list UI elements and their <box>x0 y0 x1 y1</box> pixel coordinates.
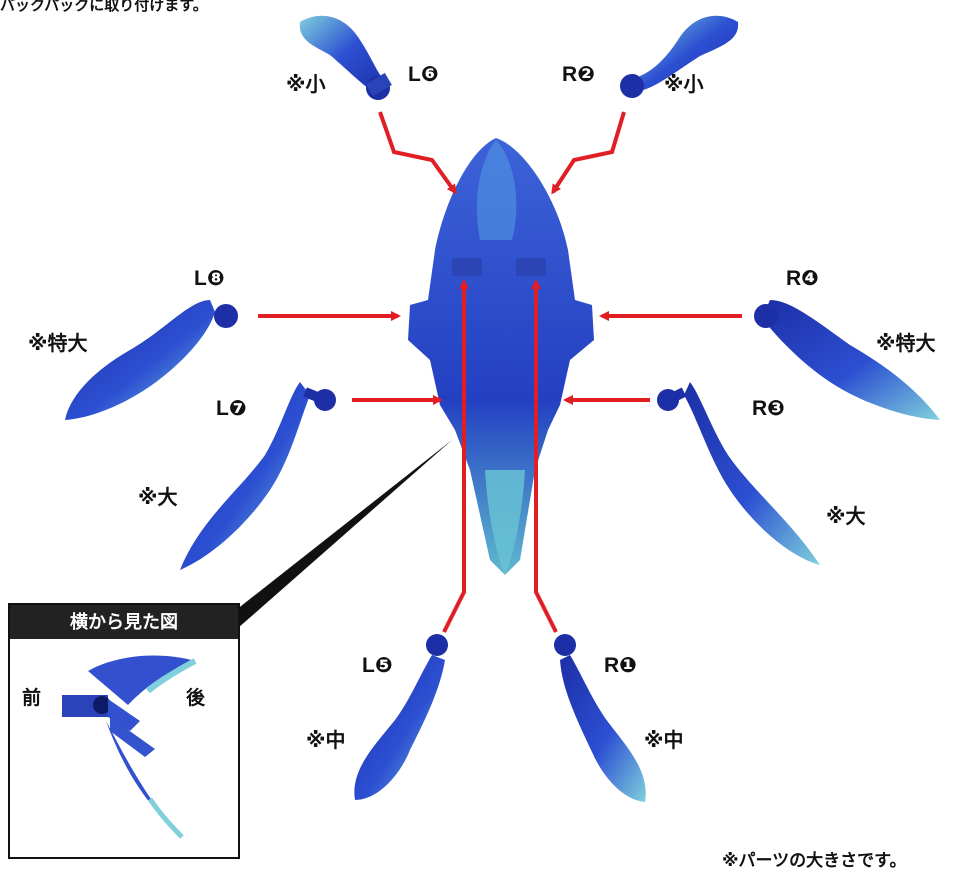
wing-l8 <box>65 300 238 420</box>
side-view-inset: 横から見た図 前 後 <box>8 603 240 859</box>
wing-r3 <box>657 382 820 565</box>
part-label-l5: L❺ <box>362 653 393 678</box>
size-label-l6: ※小 <box>286 68 325 97</box>
size-label-l8: ※特大 <box>28 327 87 356</box>
backpack-body <box>408 138 594 575</box>
size-label-r3: ※大 <box>826 500 865 529</box>
part-label-l8: L❽ <box>194 266 225 291</box>
size-label-l5: ※中 <box>306 724 345 753</box>
part-label-r2: R❷ <box>562 62 595 87</box>
part-label-r1: R❶ <box>604 653 637 678</box>
footer-note: ※パーツの大きさです。 <box>722 846 907 871</box>
size-label-r1: ※中 <box>644 724 683 753</box>
side-view-drawing <box>10 639 238 853</box>
part-label-r3: R❸ <box>752 396 785 421</box>
size-label-r4: ※特大 <box>876 327 935 356</box>
arrow-r2 <box>553 112 624 192</box>
part-label-r4: R❹ <box>786 266 819 291</box>
arrow-l6 <box>380 112 455 192</box>
side-view-title: 横から見た図 <box>10 605 238 639</box>
header-note: バックパックに取り付けます。 <box>0 0 208 15</box>
part-label-l7: L❼ <box>216 396 247 421</box>
wing-l7 <box>180 382 336 570</box>
size-label-r2: ※小 <box>664 68 703 97</box>
size-label-l7: ※大 <box>138 481 177 510</box>
part-label-l6: L❻ <box>408 62 439 87</box>
